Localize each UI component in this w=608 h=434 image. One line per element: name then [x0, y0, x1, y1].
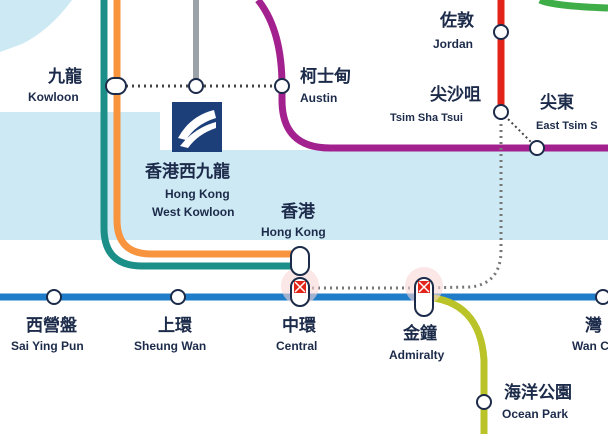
label-tst-cn: 尖沙咀 — [430, 84, 481, 105]
airport-express-line — [100, 0, 300, 270]
label-hkwk-en1: Hong Kong — [165, 187, 230, 201]
label-easttst-cn: 尖東 — [540, 92, 574, 113]
label-oceanpark-en: Ocean Park — [502, 407, 568, 421]
station-hong-kong[interactable] — [290, 246, 310, 276]
label-sw-cn: 上環 — [158, 316, 193, 336]
label-kowloon-cn: 九龍 — [47, 66, 82, 87]
label-syp-en: Sai Ying Pun — [11, 339, 84, 353]
label-hongkong-cn: 香港 — [281, 201, 316, 222]
south-island-line — [423, 293, 488, 434]
label-hkwk-en2: West Kowloon — [152, 205, 234, 219]
station-east-tsim-sha-tsui[interactable] — [529, 140, 545, 156]
label-wanchai-en: Wan C — [572, 339, 608, 353]
label-admiralty-cn: 金鐘 — [402, 323, 437, 344]
station-sai-ying-pun[interactable] — [46, 289, 62, 305]
label-hongkong-en: Hong Kong — [261, 225, 326, 239]
station-tsim-sha-tsui[interactable] — [493, 104, 509, 120]
walk-tst-admiralty — [423, 112, 503, 290]
label-jordan-en: Jordan — [433, 37, 473, 51]
label-jordan-cn: 佐敦 — [439, 10, 475, 31]
label-central-en: Central — [276, 339, 317, 353]
green-line — [538, 0, 608, 12]
water-harbour — [0, 0, 72, 52]
station-jordan[interactable] — [493, 24, 509, 40]
water-west — [0, 112, 608, 240]
station-ocean-park[interactable] — [476, 394, 492, 410]
label-admiralty-en: Admiralty — [389, 348, 445, 362]
station-wan-chai[interactable] — [595, 289, 608, 305]
label-oceanpark-cn: 海洋公園 — [504, 382, 572, 403]
tung-chung-line — [113, 0, 300, 258]
station-central[interactable] — [290, 277, 310, 307]
station-kowloon[interactable] — [105, 77, 127, 95]
label-austin-cn: 柯士甸 — [300, 66, 351, 87]
label-sw-en: Sheung Wan — [134, 339, 206, 353]
label-wanchai-cn: 灣 — [585, 315, 602, 336]
label-central-cn: 中環 — [282, 315, 317, 336]
tuen-ma-line — [255, 0, 608, 152]
walk-tst-easttst — [500, 111, 538, 149]
label-easttst-en: East Tsim S — [536, 120, 598, 132]
station-kowloon-grey[interactable] — [188, 78, 204, 94]
label-hkwk-cn: 香港西九龍 — [145, 161, 230, 182]
label-tst-en: Tsim Sha Tsui — [390, 112, 463, 124]
station-austin[interactable] — [274, 78, 290, 94]
label-kowloon-en: Kowloon — [28, 90, 79, 104]
label-syp-cn: 西營盤 — [26, 315, 78, 336]
station-sheung-wan[interactable] — [170, 289, 186, 305]
label-austin-en: Austin — [300, 91, 337, 105]
station-admiralty[interactable] — [414, 277, 434, 317]
high-speed-train-icon — [172, 102, 222, 152]
